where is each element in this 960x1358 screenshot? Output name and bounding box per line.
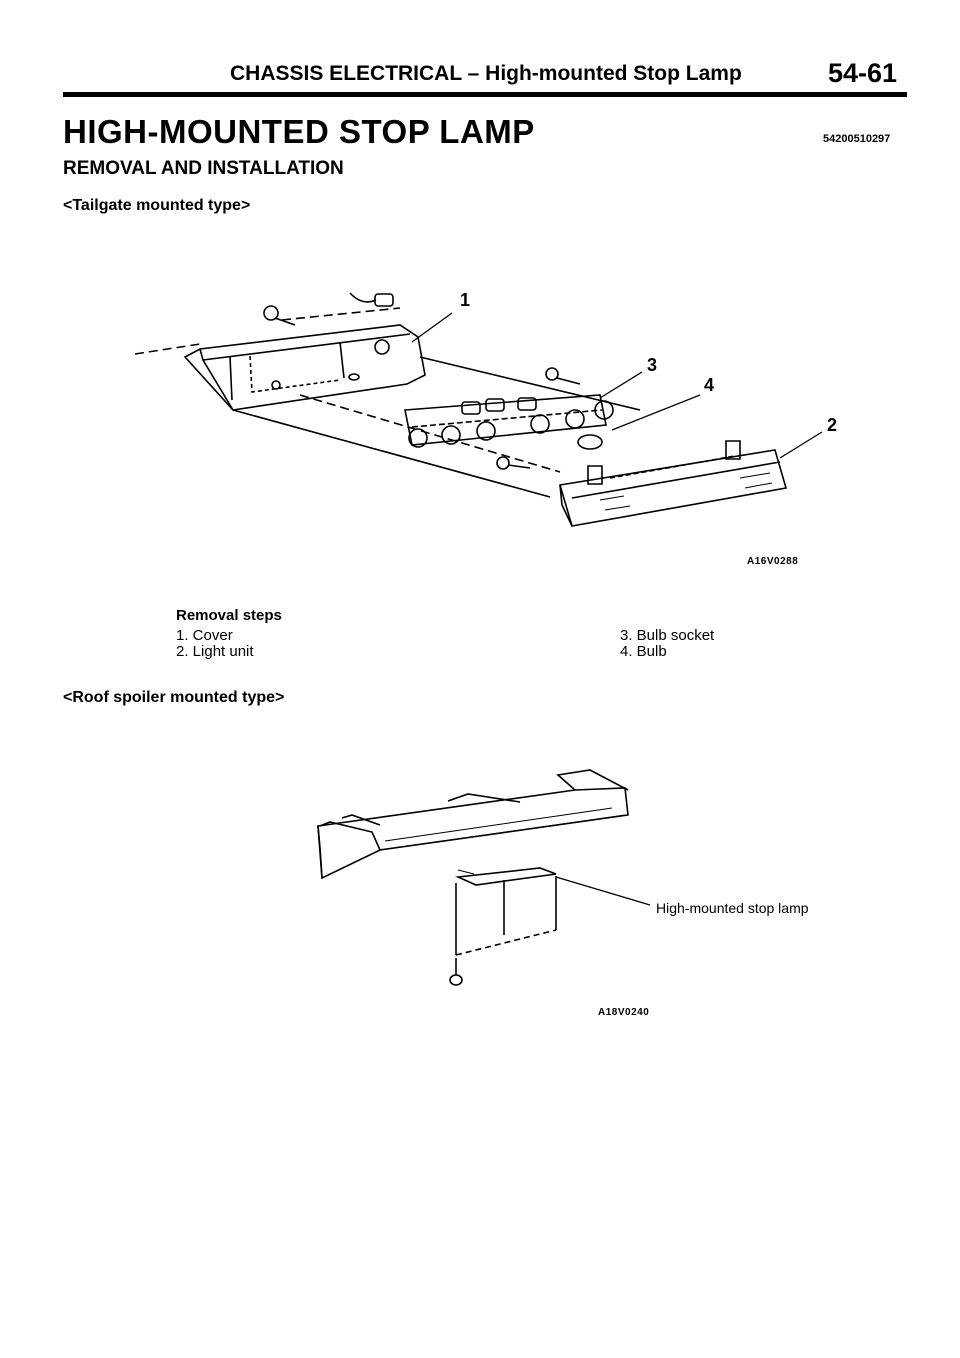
callout-1: 1 <box>460 290 471 310</box>
callout-3: 3 <box>647 355 658 375</box>
header-divider <box>63 92 907 97</box>
page-number: 54-61 <box>828 58 898 88</box>
header-title: CHASSIS ELECTRICAL – High-mounted Stop L… <box>230 62 742 85</box>
document-code: 54200510297 <box>823 133 891 145</box>
page-title: HIGH-MOUNTED STOP LAMP <box>63 113 535 150</box>
cover-screw-icon <box>264 306 295 325</box>
callout-2: 2 <box>827 415 838 435</box>
socket-screw-icon <box>546 368 580 384</box>
callout-4: 4 <box>704 375 715 395</box>
tailgate-figure-code: A16V0288 <box>747 556 799 567</box>
roof-spoiler-heading: <Roof spoiler mounted type> <box>63 689 285 706</box>
roof-figure-code: A18V0240 <box>598 1007 650 1018</box>
light-unit-part <box>560 441 786 526</box>
stop-lamp-label: High-mounted stop lamp <box>656 900 809 916</box>
removal-step: 2. Light unit <box>176 643 254 660</box>
section-title: REMOVAL AND INSTALLATION <box>63 158 344 179</box>
removal-step: 3. Bulb socket <box>620 627 715 644</box>
removal-step: 4. Bulb <box>620 643 667 660</box>
connector-icon <box>350 293 393 306</box>
light-unit-screw-icon <box>497 457 530 469</box>
tailgate-heading: <Tailgate mounted type> <box>63 197 251 214</box>
bulb-socket-assembly <box>405 395 613 449</box>
removal-steps-title: Removal steps <box>176 607 282 624</box>
removal-step: 1. Cover <box>176 627 233 644</box>
cover-part <box>185 325 425 410</box>
